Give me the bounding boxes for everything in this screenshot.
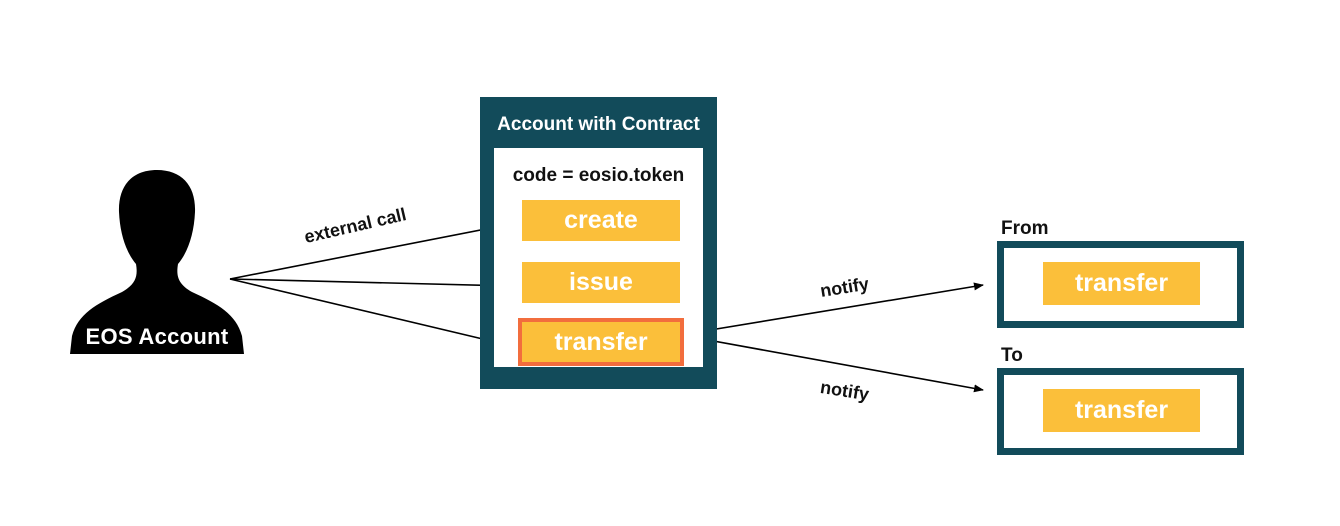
external-call-arrow-create <box>229 221 512 280</box>
external-call-arrow-transfer <box>229 278 509 347</box>
notify-arrow-from <box>685 282 984 335</box>
external-call-arrow-issue <box>229 278 512 290</box>
eos-account-label: EOS Account <box>85 324 229 349</box>
code-label: code = eosio.token <box>512 165 685 186</box>
action-issue: issue <box>522 262 680 303</box>
contract-account-title: Account with Contract <box>497 114 700 135</box>
to-transfer-action: transfer <box>1043 389 1200 432</box>
user-silhouette-icon <box>70 170 244 354</box>
notify-arrow-to <box>685 335 984 393</box>
from-label: From <box>1001 218 1049 239</box>
action-create: create <box>522 200 680 241</box>
from-transfer-action: transfer <box>1043 262 1200 305</box>
to-label: To <box>1001 345 1023 366</box>
action-transfer-highlighted: transfer <box>518 318 684 366</box>
